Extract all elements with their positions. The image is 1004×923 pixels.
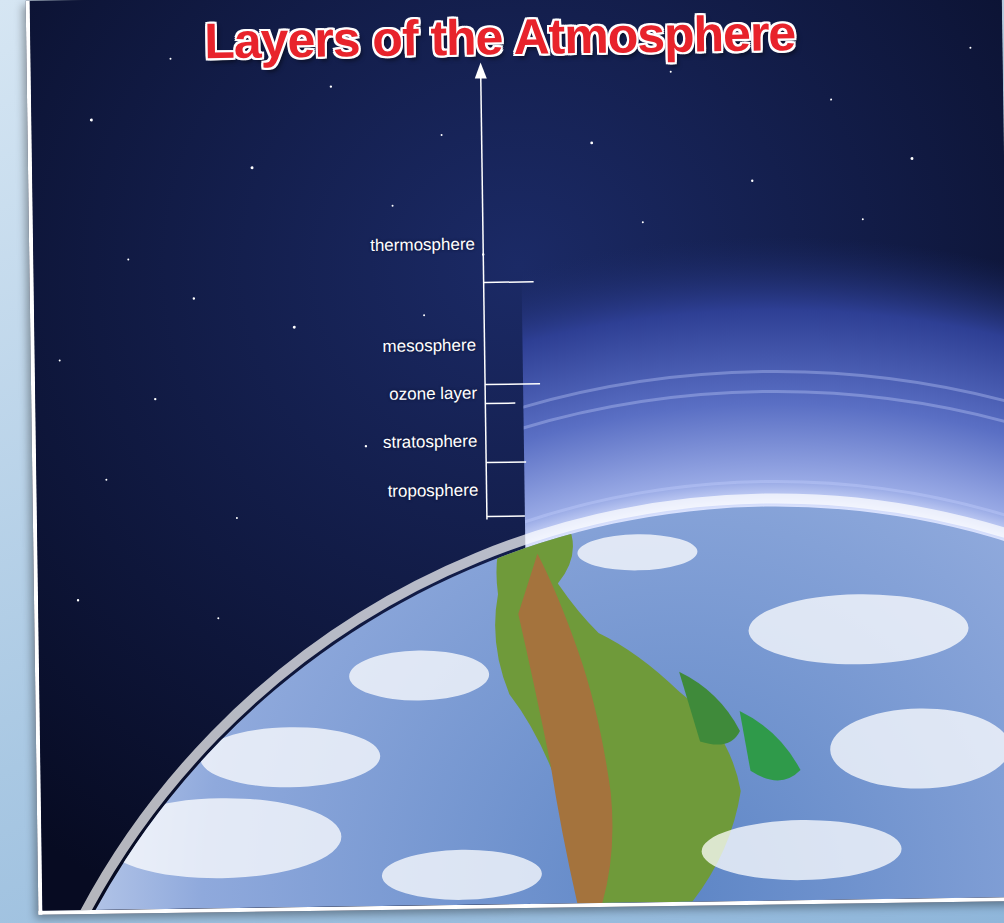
atmosphere-band	[518, 222, 1004, 904]
earth	[30, 496, 1004, 911]
diagram-title: Layers of the Atmosphere	[204, 4, 796, 70]
altitude-scale	[481, 74, 542, 520]
layer-rings	[518, 359, 1004, 904]
layer-label: thermosphere	[370, 235, 475, 256]
clouds	[97, 529, 1004, 905]
layer-label: mesosphere	[382, 336, 476, 357]
space-panel: Layers of the Atmosphere thermosphere meso…	[26, 0, 1004, 915]
atmosphere-illustration	[30, 0, 1004, 911]
earth-rim-glow	[30, 488, 1004, 911]
layer-label: stratosphere	[383, 432, 478, 453]
layer-label: ozone layer	[389, 384, 477, 405]
layer-label: troposphere	[387, 481, 478, 502]
